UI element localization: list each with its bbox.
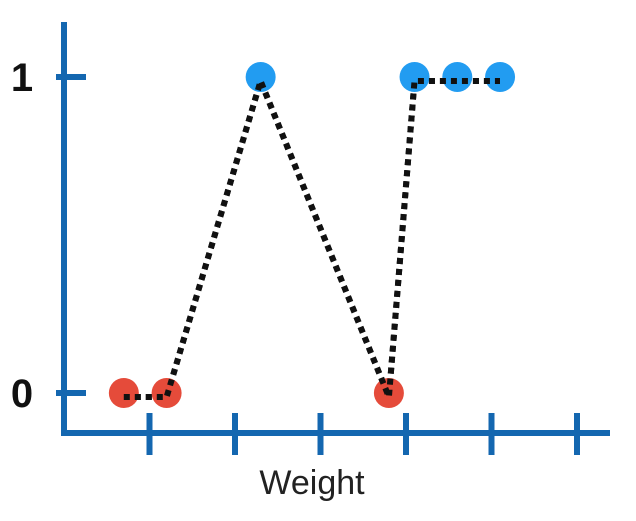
- connector-polyline-overlay: [123, 78, 500, 400]
- data-point-7: [485, 62, 516, 92]
- data-point-6: [442, 62, 473, 92]
- data-points: [108, 62, 516, 408]
- y-tick-label-1: 1: [11, 56, 33, 100]
- axes: [61, 22, 610, 436]
- y-tick-label-0: 0: [11, 372, 33, 416]
- ticks: 01: [11, 56, 580, 455]
- data-point-1: [108, 378, 139, 408]
- data-point-5: [399, 62, 430, 92]
- x-axis-label: Weight: [259, 464, 365, 502]
- data-point-3: [245, 62, 276, 92]
